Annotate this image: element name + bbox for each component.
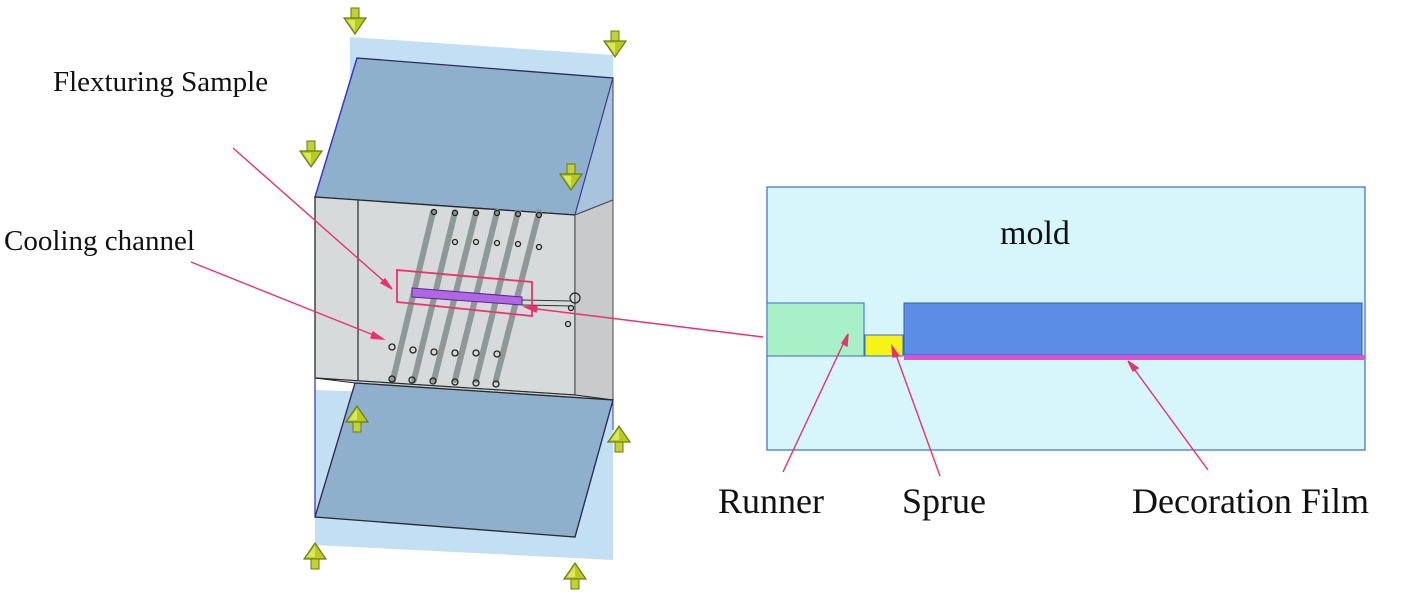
sample-highlight-box: [396, 269, 533, 317]
mold-assembly-3d: [299, 7, 631, 590]
label-flexturing-sample: Flexturing Sample: [53, 66, 268, 98]
label-cooling-channel: Cooling channel: [4, 225, 195, 257]
cavity-side-face: [574, 199, 614, 401]
label-sprue: Sprue: [902, 481, 986, 521]
runner-region: [766, 302, 865, 357]
part-region: [903, 302, 1363, 356]
label-decoration-film: Decoration Film: [1132, 481, 1369, 521]
leader-lines: [190, 147, 1209, 477]
label-runner: Runner: [718, 481, 824, 521]
label-mold: mold: [1000, 215, 1070, 252]
cross-section-2d: [766, 186, 1366, 451]
upper-block-top-face: [314, 57, 614, 216]
decoration-film-region: [904, 355, 1365, 360]
cooling-channel-holes: [388, 208, 575, 388]
lower-block-front: [314, 382, 614, 538]
